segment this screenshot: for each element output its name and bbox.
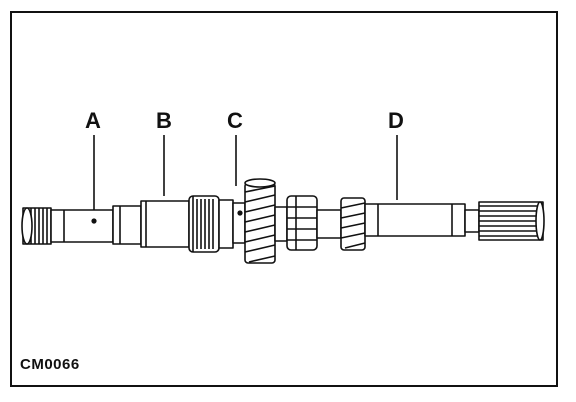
helical-gear-large (244, 178, 276, 264)
left-splined-end (21, 207, 52, 245)
shaft-section-between (316, 209, 342, 239)
shaft-section-mid (274, 206, 288, 242)
collar-c (232, 202, 246, 244)
label-a: A (85, 108, 101, 133)
label-d: D (388, 108, 404, 133)
right-splined-end (478, 201, 545, 241)
helical-gear-small (340, 197, 366, 251)
spur-gear-middle (286, 195, 318, 251)
figure-code: CM0066 (20, 356, 80, 373)
journal-a (50, 209, 114, 243)
label-b: B (156, 108, 172, 133)
figure-frame (10, 11, 558, 387)
journal-d (364, 203, 480, 237)
bearing-race (188, 195, 234, 253)
journal-b (112, 200, 190, 248)
label-c: C (227, 108, 243, 133)
